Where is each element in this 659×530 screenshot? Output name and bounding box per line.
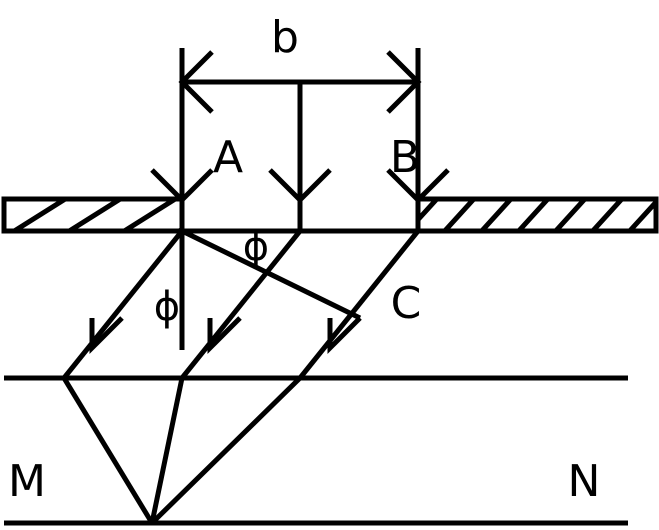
path-difference-line [180,228,362,321]
label-phi-lower: ϕ [154,284,180,330]
barrier-left-hatch [9,199,182,231]
label-b-point: B [390,132,420,183]
label-n: N [568,456,601,507]
barrier-left [1,196,185,234]
slit-barrier [1,196,659,234]
diffracted-arrowhead-middle [207,316,242,355]
label-phi-upper: ϕ [243,224,269,270]
label-c: C [391,278,422,329]
diagram-labels: b A B C ϕ ϕ M N [8,12,600,507]
diffracted-ray-middle [180,229,302,380]
lens-and-focus [4,375,628,526]
label-m: M [8,456,46,507]
diffracted-ray-right [298,229,420,380]
focus-ray-right [150,376,302,525]
label-b: b [271,12,299,63]
diffracted-arrowhead-left [89,316,124,355]
incident-arrowhead-middle [268,168,332,204]
barrier-right [415,196,659,234]
barrier-right-hatch [418,199,656,231]
diffracted-ray-left [62,229,184,380]
focus-ray-left [61,376,155,525]
label-a: A [213,132,243,183]
focus-ray-middle [149,377,185,524]
diffracted-rays [62,228,420,380]
diffracted-arrowhead-right [327,316,362,355]
